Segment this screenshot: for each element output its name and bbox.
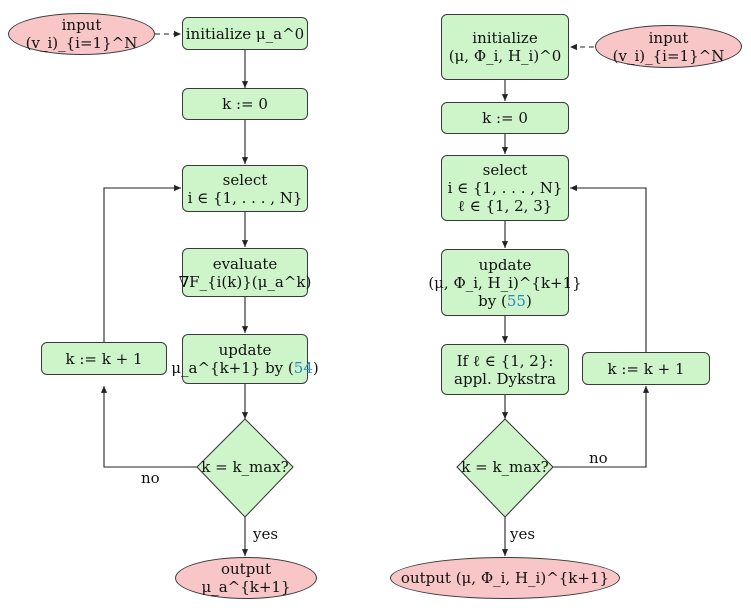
right-yes-label: yes [510, 525, 536, 543]
left-evaluate-box: evaluate ∇F_{i(k)}(μ_a^k) [179, 248, 311, 297]
right-select-box: select i ∈ {1, . . . , N} ℓ ∈ {1, 2, 3} [441, 155, 569, 221]
right-select-line-1: select [482, 161, 528, 179]
left-arrow-decision-no [100, 386, 197, 468]
left-decision-label: k = k_max? [201, 458, 289, 476]
right-output-label: output (μ, Φ_i, H_i)^{k+1} [400, 569, 610, 587]
equation-ref-55[interactable]: 55 [506, 291, 526, 310]
left-decision-diamond [196, 418, 294, 518]
left-evaluate-line-1: evaluate [212, 254, 278, 273]
left-input-terminal: input (v_i)_{i=1}^N [8, 13, 155, 55]
right-dykstra-line-1: If ℓ ∈ {1, 2}: [456, 351, 554, 370]
right-initialize-box: initialize (μ, Φ_i, H_i)^0 [441, 14, 569, 80]
left-select-line-2: i ∈ {1, . . . , N} [187, 188, 303, 207]
right-k-increment-box: k := k + 1 [582, 352, 710, 385]
right-arrow-decision-no [553, 386, 650, 468]
left-update-box: update μ_a^{k+1} by (54) [171, 334, 319, 384]
left-no-label: no [141, 469, 160, 487]
left-decision: k = k_max? [197, 455, 293, 479]
left-output-terminal: output μ_a^{k+1} [175, 557, 317, 599]
left-output-label: output μ_a^{k+1} [201, 560, 291, 596]
right-update-line-2: (μ, Φ_i, H_i)^{k+1} [428, 273, 582, 292]
right-decision-diamond [456, 418, 554, 518]
right-decision-label: k = k_max? [461, 458, 549, 476]
right-update-line-3: by (55) [478, 291, 532, 310]
left-select-line-1: select [222, 170, 268, 189]
right-k-zero-label: k := 0 [482, 109, 528, 127]
left-update-line-2: μ_a^{k+1} by (54) [171, 359, 319, 377]
left-evaluate-line-2: ∇F_{i(k)}(μ_a^k) [178, 272, 312, 291]
left-k-zero-label: k := 0 [222, 95, 268, 113]
right-select-line-3: ℓ ∈ {1, 2, 3} [457, 197, 553, 215]
left-initialize-label: initialize μ_a^0 [185, 24, 305, 43]
left-arrow-kinc-to-select [103, 184, 181, 342]
right-dykstra-box: If ℓ ∈ {1, 2}: appl. Dykstra [441, 344, 569, 395]
right-input-terminal: input (v_i)_{i=1}^N [595, 25, 742, 68]
right-initialize-line-1: initialize [472, 29, 538, 47]
right-dykstra-line-2: appl. Dykstra [454, 369, 556, 388]
right-arrow-kinc-to-select [570, 184, 647, 352]
left-select-box: select i ∈ {1, . . . , N} [182, 165, 308, 212]
left-k-zero-box: k := 0 [182, 88, 308, 120]
right-initialize-line-2: (μ, Φ_i, H_i)^0 [448, 47, 562, 65]
right-select-line-2: i ∈ {1, . . . , N} [447, 179, 563, 197]
left-k-increment-label: k := k + 1 [65, 349, 143, 368]
left-update-line-1: update [218, 341, 272, 359]
left-k-increment-box: k := k + 1 [41, 342, 167, 375]
equation-ref-54[interactable]: 54 [293, 359, 313, 377]
right-update-line-1: update [478, 255, 532, 274]
left-yes-label: yes [253, 525, 279, 543]
right-output-terminal: output (μ, Φ_i, H_i)^{k+1} [390, 557, 620, 599]
right-k-zero-box: k := 0 [441, 102, 569, 134]
right-update-box: update (μ, Φ_i, H_i)^{k+1} by (55) [428, 249, 582, 316]
left-input-label: input (v_i)_{i=1}^N [25, 16, 138, 52]
right-no-label: no [589, 449, 608, 467]
right-decision: k = k_max? [457, 455, 553, 479]
left-initialize-box: initialize μ_a^0 [182, 17, 308, 50]
right-k-increment-label: k := k + 1 [607, 359, 685, 378]
right-input-label: input (v_i)_{i=1}^N [612, 28, 725, 65]
